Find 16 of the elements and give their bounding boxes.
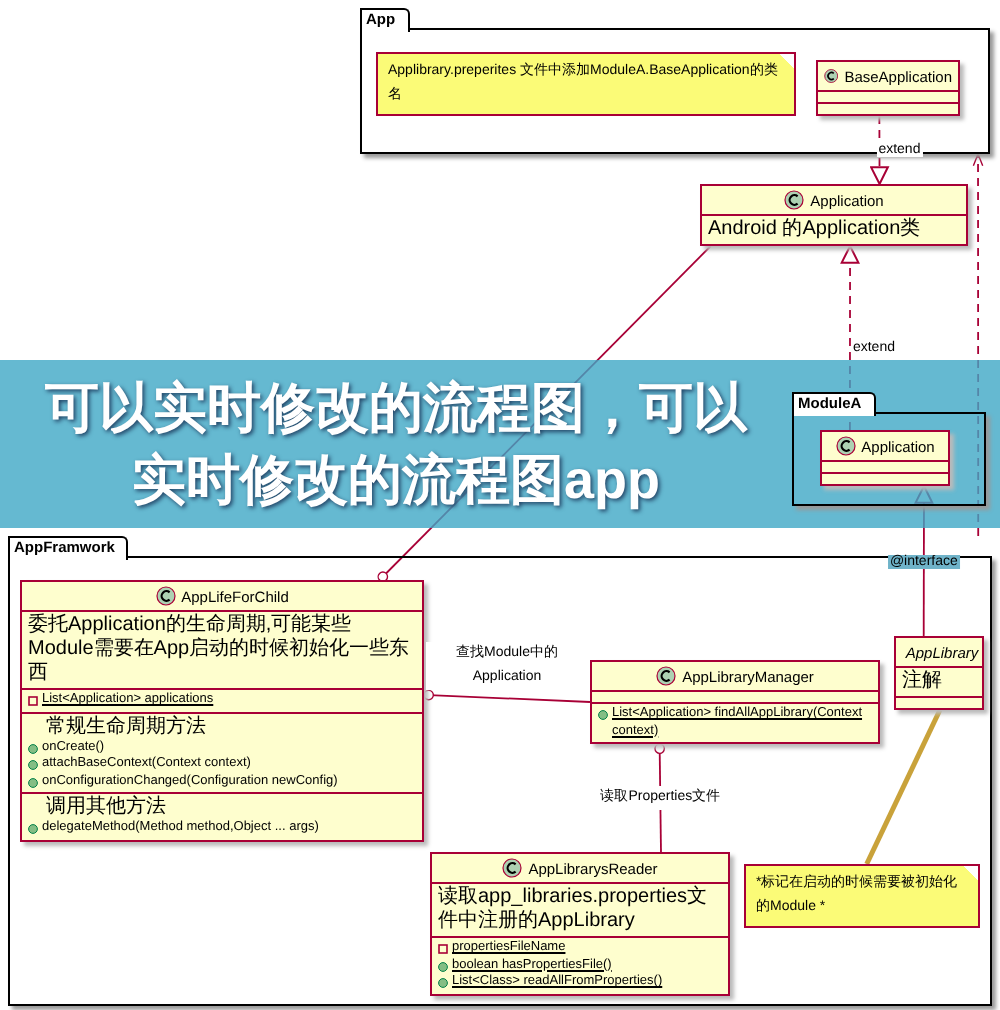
class-box	[430, 852, 730, 995]
interface-box	[894, 636, 984, 710]
section-heading: 常规生命周期方法	[44, 715, 206, 739]
class-box	[816, 60, 960, 116]
class-description: 注解	[902, 670, 942, 694]
class-box	[820, 430, 950, 486]
class-description: Android 的Application类	[708, 218, 921, 242]
banner-title: 可以实时修改的流程图，可以实时修改的流程图app	[43, 376, 750, 514]
section-heading: 调用其他方法	[44, 796, 166, 820]
connector-line	[864, 708, 943, 866]
class-box	[590, 660, 880, 744]
dashed-arrow	[870, 115, 889, 185]
class-description: 读取app_libraries.properties文件中注册的AppLibrary	[438, 886, 710, 934]
class-box	[700, 184, 968, 246]
class-box	[20, 580, 424, 841]
class-description: 委托Application的生命周期,可能某些Module需要在App启动的时候初始化一些东西	[28, 614, 412, 686]
